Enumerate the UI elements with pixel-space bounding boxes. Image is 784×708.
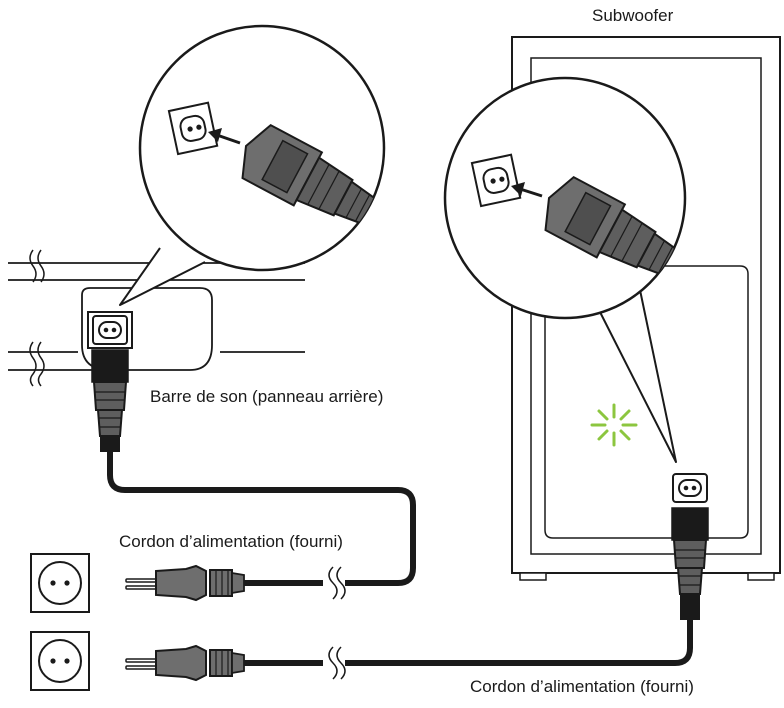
ac-inlet-icon bbox=[672, 473, 708, 503]
power-cords bbox=[107, 450, 693, 666]
magnifier-callout bbox=[119, 24, 386, 306]
subwoofer-label: Subwoofer bbox=[592, 6, 674, 25]
break-marks bbox=[29, 249, 45, 387]
soundbar-label: Barre de son (panneau arrière) bbox=[150, 387, 384, 406]
cord-breaks bbox=[328, 566, 346, 680]
power-plug-icon bbox=[125, 565, 245, 601]
magnifier-callout bbox=[443, 76, 687, 463]
power-indicator-icon bbox=[590, 403, 638, 447]
power-cord-label: Cordon d’alimentation (fourni) bbox=[470, 677, 694, 696]
power-plug-icon bbox=[125, 645, 245, 681]
wall-outlet-icon bbox=[30, 553, 90, 613]
ac-inlet-icon bbox=[87, 311, 133, 349]
power-plug-icon bbox=[671, 507, 709, 620]
wall-outlet-icon bbox=[30, 631, 90, 691]
power-plug-icon bbox=[91, 349, 129, 437]
power-cord-label: Cordon d’alimentation (fourni) bbox=[119, 532, 343, 551]
